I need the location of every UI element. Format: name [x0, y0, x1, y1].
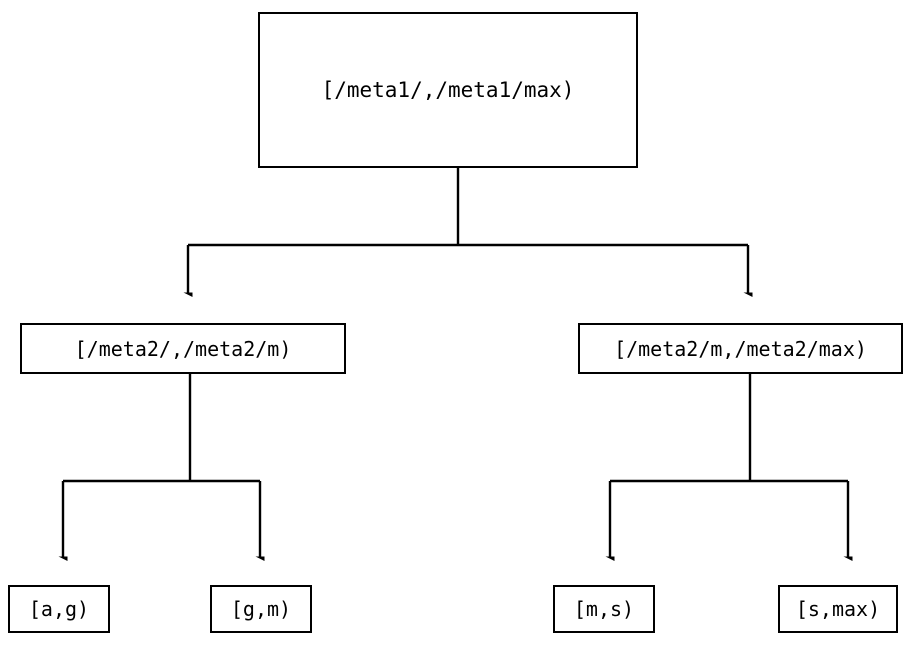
node-leaf-3[interactable]: [m,s) [553, 585, 655, 633]
node-leaf-1[interactable]: [a,g) [8, 585, 110, 633]
node-root-label: [/meta1/,/meta1/max) [321, 77, 575, 102]
node-mid-left-label: [/meta2/,/meta2/m) [74, 336, 292, 361]
node-leaf-1-label: [a,g) [28, 597, 90, 621]
node-leaf-3-label: [m,s) [573, 597, 635, 621]
node-mid-right-label: [/meta2/m,/meta2/max) [614, 336, 867, 361]
node-leaf-2-label: [g,m) [230, 597, 292, 621]
node-mid-left[interactable]: [/meta2/,/meta2/m) [20, 323, 346, 374]
node-leaf-2[interactable]: [g,m) [210, 585, 312, 633]
node-leaf-4[interactable]: [s,max) [778, 585, 898, 633]
node-mid-right[interactable]: [/meta2/m,/meta2/max) [578, 323, 903, 374]
node-leaf-4-label: [s,max) [795, 597, 881, 621]
node-root[interactable]: [/meta1/,/meta1/max) [258, 12, 638, 168]
